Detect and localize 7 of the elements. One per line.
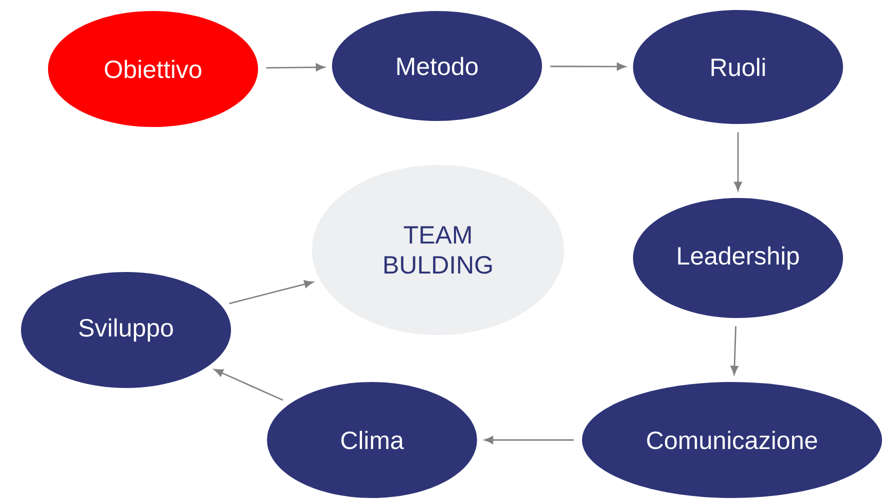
arrow xyxy=(266,63,325,72)
arrow xyxy=(550,62,626,71)
arrow xyxy=(229,280,314,304)
arrow xyxy=(484,436,574,444)
arrow xyxy=(734,132,742,191)
arrow xyxy=(214,369,284,401)
arrow xyxy=(730,326,738,375)
